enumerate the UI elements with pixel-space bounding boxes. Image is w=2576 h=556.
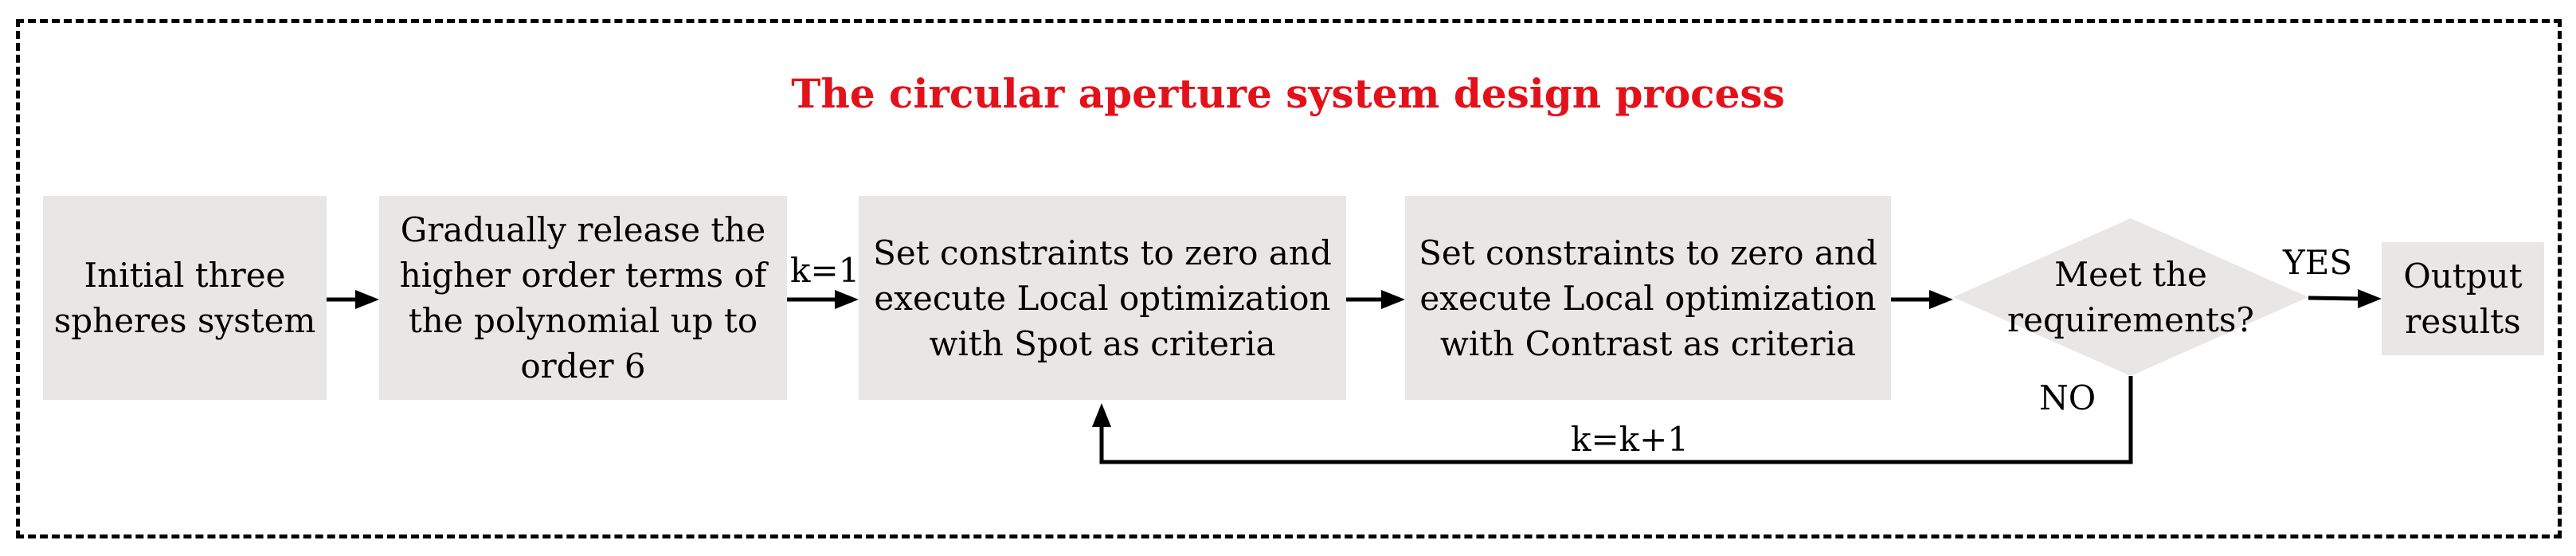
edge-decision-to-output: [2308, 296, 2360, 301]
node-output-results-label: Output results: [2403, 256, 2523, 341]
edge-label-k-init: k=1: [790, 251, 860, 290]
arrowhead-output: [2358, 289, 2382, 308]
decision-text-wrap: Meet the requirements?: [1953, 218, 2308, 376]
node-initial-system-label: Initial three spheres system: [53, 256, 316, 340]
node-release-terms: Gradually release the higher order terms…: [379, 196, 787, 400]
node-spot-optimization-label: Set constraints to zero and execute Loca…: [873, 233, 1332, 363]
node-contrast-optimization-label: Set constraints to zero and execute Loca…: [1419, 233, 1877, 363]
edge-label-no: NO: [2039, 378, 2096, 417]
edge-label-k-increment: k=k+1: [1571, 420, 1689, 459]
arrowhead-feedback: [1092, 403, 1111, 427]
arrowhead-release: [355, 290, 379, 309]
arrowhead-contrast: [1381, 290, 1405, 309]
diagram-title: The circular aperture system design proc…: [791, 70, 1785, 117]
node-spot-optimization: Set constraints to zero and execute Loca…: [859, 196, 1346, 400]
node-contrast-optimization: Set constraints to zero and execute Loca…: [1405, 196, 1891, 400]
node-output-results: Output results: [2382, 242, 2544, 355]
node-decision-label: Meet the requirements?: [2007, 255, 2254, 339]
node-initial-system: Initial three spheres system: [43, 196, 327, 400]
node-decision: Meet the requirements?: [1953, 218, 2308, 376]
edge-feedback-loop: [1099, 376, 2133, 464]
node-release-terms-label: Gradually release the higher order terms…: [399, 210, 767, 386]
arrowhead-spot: [835, 290, 859, 309]
arrowhead-decision: [1929, 290, 1953, 309]
dashed-frame: [16, 19, 2562, 538]
edge-label-yes: YES: [2283, 243, 2353, 282]
decision-diamond: [1953, 218, 2308, 376]
